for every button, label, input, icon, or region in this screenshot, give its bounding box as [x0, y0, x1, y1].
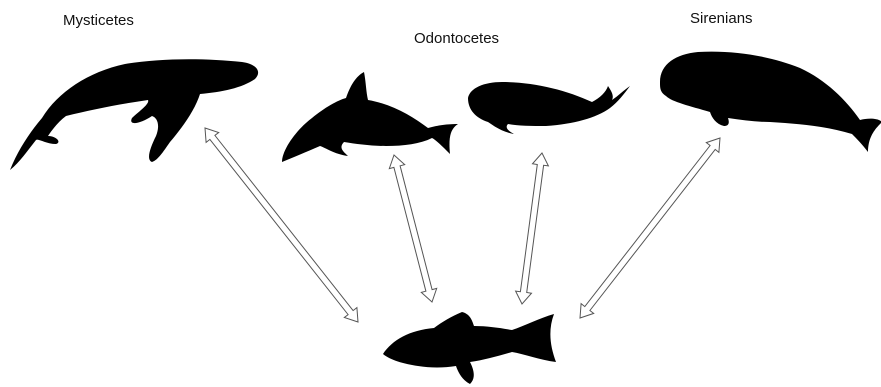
beluga-whale-icon [468, 82, 630, 134]
odontocetes-label: Odontocetes [414, 30, 499, 47]
arrow-mysticetes-fish [205, 128, 358, 322]
arrow-beluga-fish [516, 153, 549, 304]
fish-icon [383, 312, 556, 384]
mysticetes-label: Mysticetes [63, 12, 134, 29]
dolphin-icon [282, 72, 458, 162]
arrow-dolphin-fish [389, 155, 436, 302]
arrows-group [205, 128, 720, 322]
sirenians-label: Sirenians [690, 10, 753, 27]
manatee-icon [660, 52, 881, 152]
arrow-sirenians-fish [580, 138, 720, 318]
